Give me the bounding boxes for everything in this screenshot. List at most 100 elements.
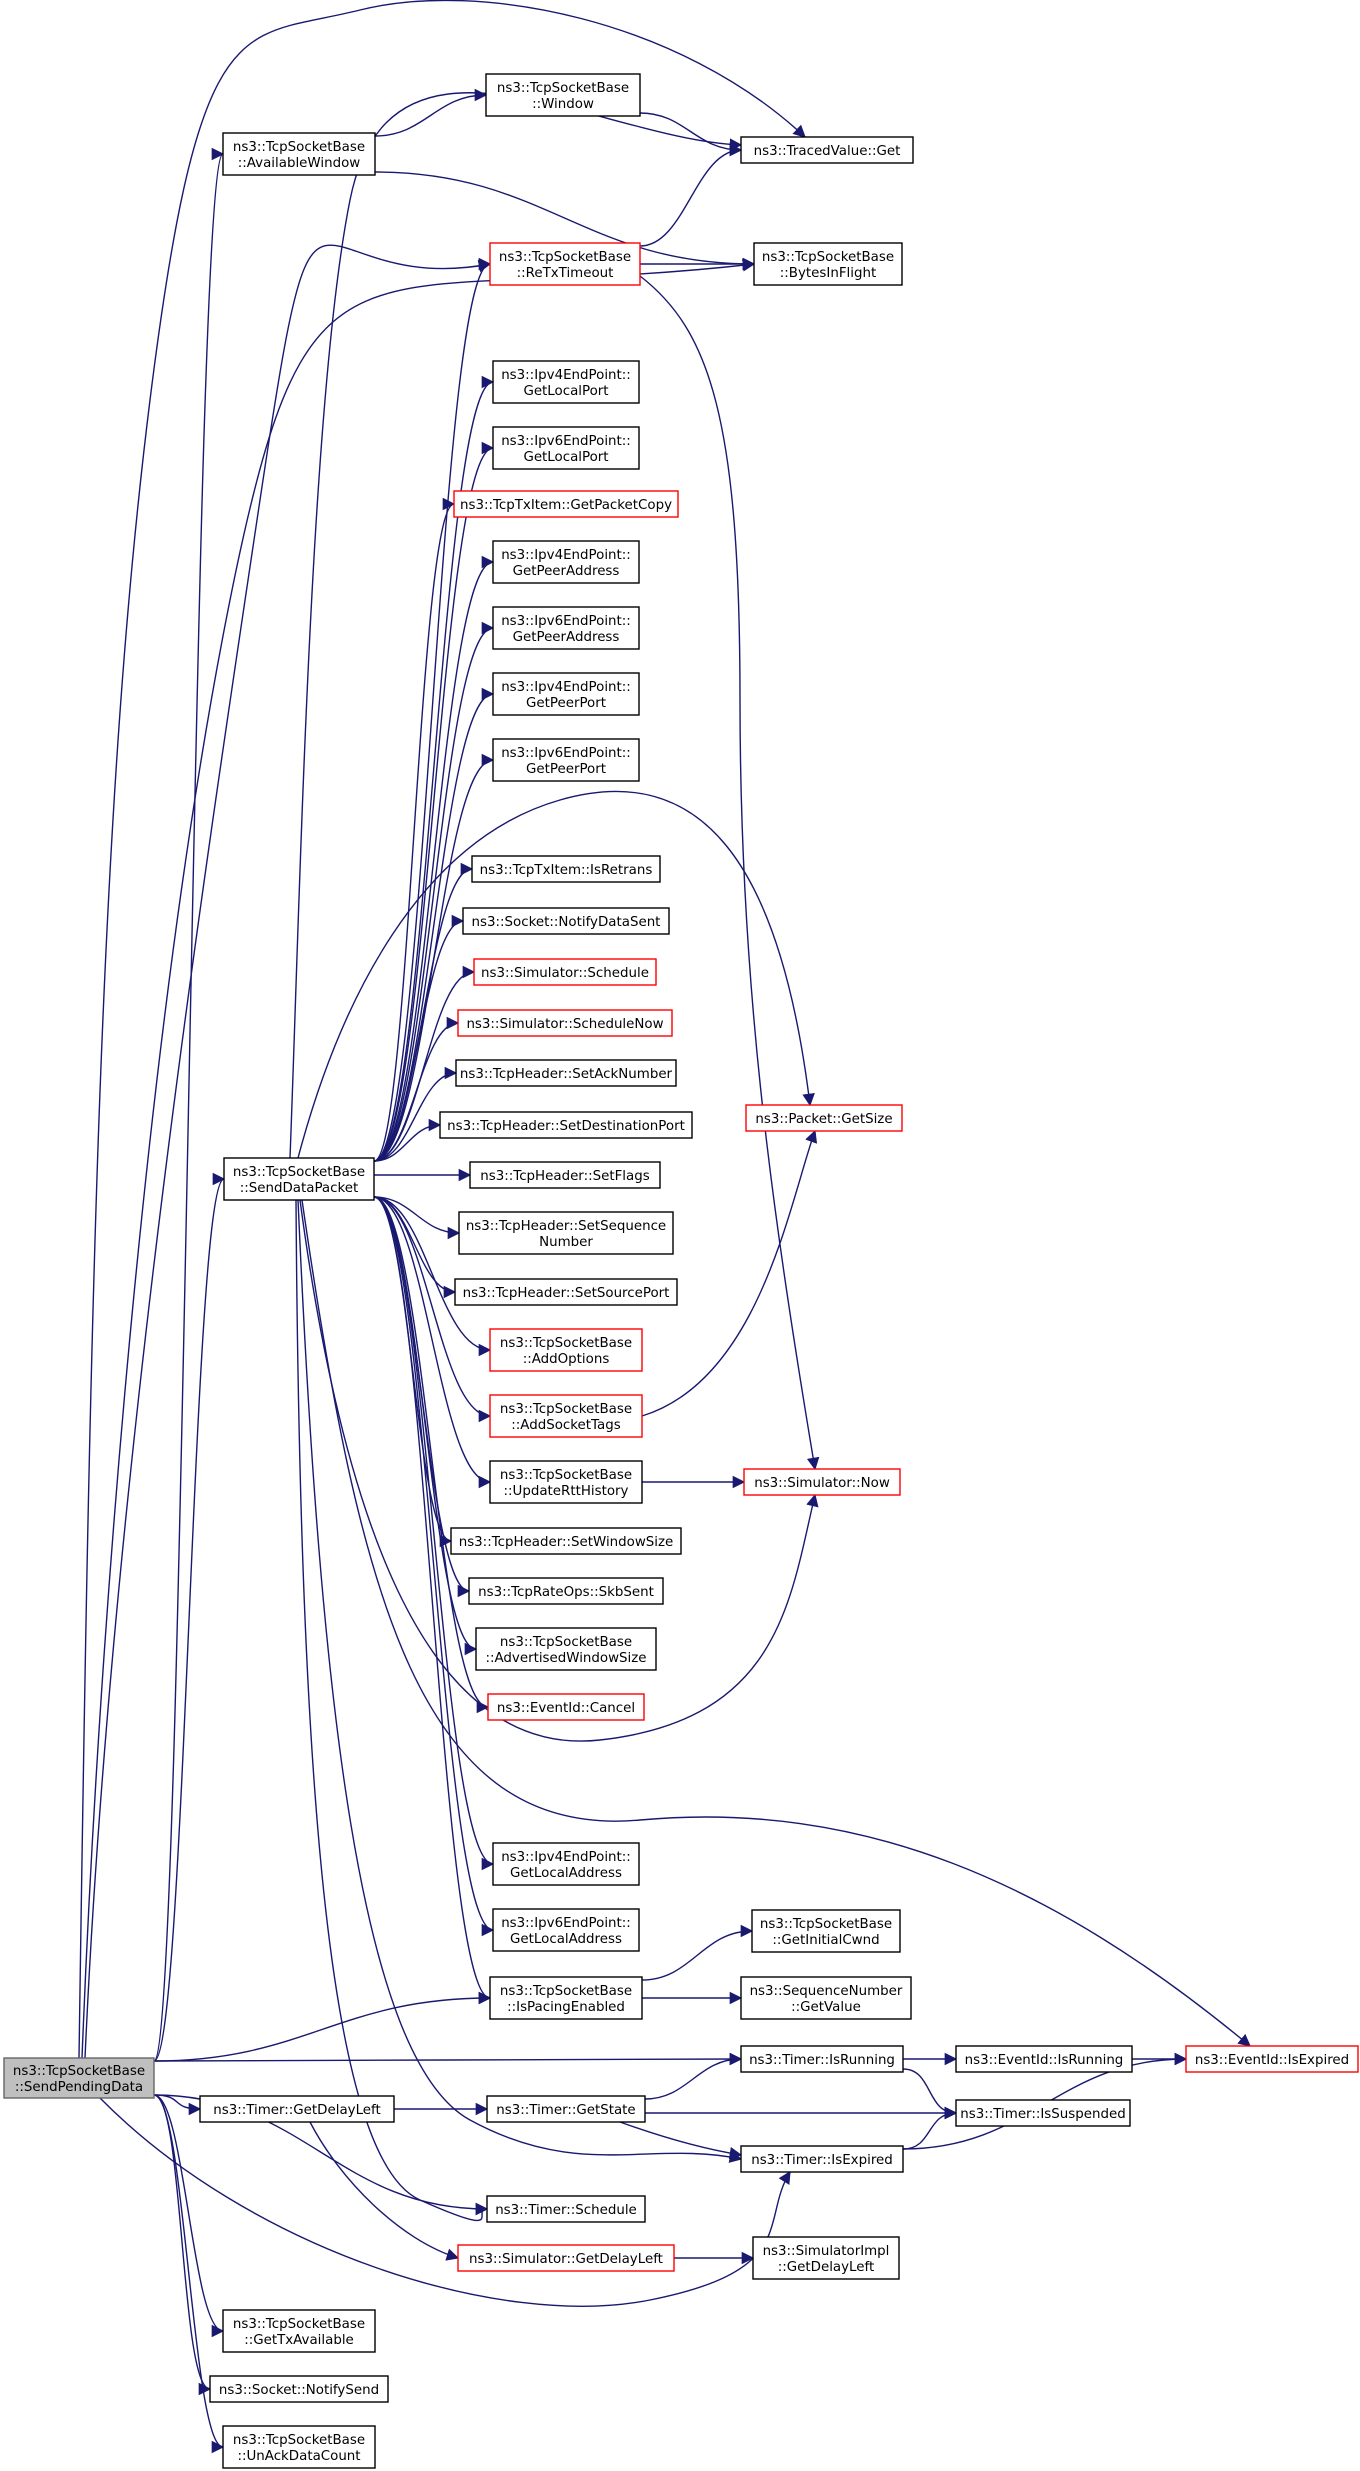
node-get-initial-cwnd[interactable]: ns3::TcpSocketBase::GetInitialCwnd xyxy=(751,1909,901,1953)
edge-rtx-timeout-to-traced-get xyxy=(639,143,743,247)
edge-send-data-packet-to-sim-schedule-now xyxy=(373,1016,460,1162)
node-adv-window-size[interactable]: ns3::TcpSocketBase::AdvertisedWindowSize xyxy=(475,1627,657,1671)
node-ipv4-peer-addr[interactable]: ns3::Ipv4EndPoint::GetPeerAddress xyxy=(492,540,640,584)
node-box xyxy=(752,2236,900,2280)
edge-send-data-packet-to-ipv6-local-addr xyxy=(373,1196,495,1937)
node-box xyxy=(468,1577,664,1605)
edge-send-data-packet-to-timer-is-expired xyxy=(297,1199,743,2163)
node-timer-is-expired[interactable]: ns3::Timer::IsExpired xyxy=(740,2145,904,2173)
node-ipv6-local-addr[interactable]: ns3::Ipv6EndPoint::GetLocalAddress xyxy=(492,1908,640,1952)
node-traced-get[interactable]: ns3::TracedValue::Get xyxy=(740,136,914,164)
node-box xyxy=(486,2195,646,2223)
node-sim-now[interactable]: ns3::Simulator::Now xyxy=(743,1468,901,1496)
node-label: ::Window xyxy=(532,97,594,112)
edge-send-data-packet-to-sim-now xyxy=(299,1199,819,1742)
node-event-is-running[interactable]: ns3::EventId::IsRunning xyxy=(955,2045,1133,2073)
node-event-cancel[interactable]: ns3::EventId::Cancel xyxy=(487,1693,645,1721)
node-timer-schedule[interactable]: ns3::Timer::Schedule xyxy=(486,2195,646,2223)
node-box xyxy=(492,360,640,404)
node-label: ns3::TcpSocketBase xyxy=(500,1468,632,1483)
node-label: ns3::EventId::Cancel xyxy=(497,1701,635,1716)
node-event-is-expired[interactable]: ns3::EventId::IsExpired xyxy=(1185,2045,1359,2073)
node-send-pending[interactable]: ns3::TcpSocketBase::SendPendingData xyxy=(3,2057,155,2099)
node-label: ns3::Simulator::ScheduleNow xyxy=(466,1017,663,1032)
node-label: ns3::Simulator::Schedule xyxy=(481,966,649,981)
node-box xyxy=(740,1976,912,2020)
node-box xyxy=(457,1009,673,1037)
edge-available-window-to-bytes-in-flight xyxy=(374,171,756,271)
node-ipv6-peer-port[interactable]: ns3::Ipv6EndPoint::GetPeerPort xyxy=(492,738,640,782)
node-box xyxy=(471,855,661,883)
node-box xyxy=(489,1394,643,1438)
node-ipv6-peer-addr[interactable]: ns3::Ipv6EndPoint::GetPeerAddress xyxy=(492,606,640,650)
node-set-source-port[interactable]: ns3::TcpHeader::SetSourcePort xyxy=(454,1278,678,1306)
node-sim-schedule-now[interactable]: ns3::Simulator::ScheduleNow xyxy=(457,1009,673,1037)
node-ipv4-peer-port[interactable]: ns3::Ipv4EndPoint::GetPeerPort xyxy=(492,672,640,716)
node-label: ns3::Timer::IsExpired xyxy=(751,2153,893,2168)
node-box xyxy=(222,132,376,176)
node-add-options[interactable]: ns3::TcpSocketBase::AddOptions xyxy=(489,1328,643,1372)
node-set-window-size[interactable]: ns3::TcpHeader::SetWindowSize xyxy=(450,1527,682,1555)
node-label: ::SendDataPacket xyxy=(240,1181,359,1196)
node-label: ns3::SimulatorImpl xyxy=(763,2244,890,2259)
node-packet-get-size[interactable]: ns3::Packet::GetSize xyxy=(745,1104,903,1132)
edge-send-data-packet-to-is-pacing-enabled xyxy=(373,1196,492,2005)
edge-send-data-packet-to-ipv4-local-port xyxy=(373,375,495,1162)
node-sim-get-delay-left[interactable]: ns3::Simulator::GetDelayLeft xyxy=(457,2244,675,2272)
node-label: ns3::TcpSocketBase xyxy=(762,250,894,265)
node-label: ::UnAckDataCount xyxy=(237,2449,360,2464)
node-box xyxy=(955,2045,1133,2073)
node-box xyxy=(753,242,903,286)
edge-timer-is-expired-to-timer-is-suspended xyxy=(902,2106,958,2150)
node-label: Number xyxy=(539,1235,593,1250)
node-send-data-packet[interactable]: ns3::TcpSocketBase::SendDataPacket xyxy=(223,1157,375,1201)
node-label: ns3::Socket::NotifySend xyxy=(219,2383,379,2398)
node-set-flags[interactable]: ns3::TcpHeader::SetFlags xyxy=(469,1161,661,1189)
edge-window-to-traced-get xyxy=(639,112,743,157)
node-add-socket-tags[interactable]: ns3::TcpSocketBase::AddSocketTags xyxy=(489,1394,643,1438)
node-set-dest-port[interactable]: ns3::TcpHeader::SetDestinationPort xyxy=(439,1111,693,1139)
node-is-retrans[interactable]: ns3::TcpTxItem::IsRetrans xyxy=(471,855,661,883)
node-is-pacing-enabled[interactable]: ns3::TcpSocketBase::IsPacingEnabled xyxy=(489,1976,643,2020)
node-box xyxy=(489,1328,643,1372)
node-simimpl-get-delay-left[interactable]: ns3::SimulatorImpl::GetDelayLeft xyxy=(752,2236,900,2280)
node-label: GetPeerPort xyxy=(526,696,606,711)
edge-send-pending-to-get-tx-available xyxy=(153,2094,225,2338)
edge-send-pending-to-timer-is-expired xyxy=(99,2097,791,2307)
node-ipv4-local-port[interactable]: ns3::Ipv4EndPoint::GetLocalPort xyxy=(492,360,640,404)
node-ipv6-local-port[interactable]: ns3::Ipv6EndPoint::GetLocalPort xyxy=(492,426,640,470)
node-skb-sent[interactable]: ns3::TcpRateOps::SkbSent xyxy=(468,1577,664,1605)
node-set-ack-number[interactable]: ns3::TcpHeader::SetAckNumber xyxy=(455,1059,677,1087)
node-timer-get-state[interactable]: ns3::Timer::GetState xyxy=(486,2095,646,2123)
edge-send-data-packet-to-set-dest-port xyxy=(373,1118,442,1162)
node-seq-get-value[interactable]: ns3::SequenceNumber::GetValue xyxy=(740,1976,912,2020)
node-unack-data-count[interactable]: ns3::TcpSocketBase::UnAckDataCount xyxy=(222,2425,376,2469)
node-label: ns3::Simulator::GetDelayLeft xyxy=(469,2252,663,2267)
node-label: ::AddSocketTags xyxy=(511,1418,620,1433)
node-box xyxy=(489,242,641,286)
node-timer-get-delay-left[interactable]: ns3::Timer::GetDelayLeft xyxy=(199,2095,395,2123)
edge-send-data-packet-to-event-cancel xyxy=(373,1196,490,1714)
node-label: ns3::TcpSocketBase xyxy=(500,1984,632,1999)
node-label: ns3::TcpSocketBase xyxy=(233,140,365,155)
node-get-packet-copy[interactable]: ns3::TcpTxItem::GetPacketCopy xyxy=(453,490,679,518)
node-bytes-in-flight[interactable]: ns3::TcpSocketBase::BytesInFlight xyxy=(753,242,903,286)
node-update-rtt[interactable]: ns3::TcpSocketBase::UpdateRttHistory xyxy=(489,1460,643,1504)
node-label: ::SendPendingData xyxy=(15,2080,143,2095)
node-timer-is-suspended[interactable]: ns3::Timer::IsSuspended xyxy=(955,2099,1131,2127)
node-available-window[interactable]: ns3::TcpSocketBase::AvailableWindow xyxy=(222,132,376,176)
node-box xyxy=(222,2309,376,2353)
node-window[interactable]: ns3::TcpSocketBase::Window xyxy=(485,73,641,117)
node-box xyxy=(475,1627,657,1671)
node-label: ns3::TcpHeader::SetSequence xyxy=(466,1219,666,1234)
node-rtx-timeout[interactable]: ns3::TcpSocketBase::ReTxTimeout xyxy=(489,242,641,286)
node-timer-is-running[interactable]: ns3::Timer::IsRunning xyxy=(740,2045,904,2073)
node-ipv4-local-addr[interactable]: ns3::Ipv4EndPoint::GetLocalAddress xyxy=(492,1842,640,1886)
node-notify-data-sent[interactable]: ns3::Socket::NotifyDataSent xyxy=(462,907,670,935)
node-notify-send[interactable]: ns3::Socket::NotifySend xyxy=(209,2375,389,2403)
node-label: GetPeerAddress xyxy=(513,630,620,645)
node-label: ns3::TcpSocketBase xyxy=(500,1635,632,1650)
node-sim-schedule[interactable]: ns3::Simulator::Schedule xyxy=(473,958,657,986)
node-get-tx-available[interactable]: ns3::TcpSocketBase::GetTxAvailable xyxy=(222,2309,376,2353)
